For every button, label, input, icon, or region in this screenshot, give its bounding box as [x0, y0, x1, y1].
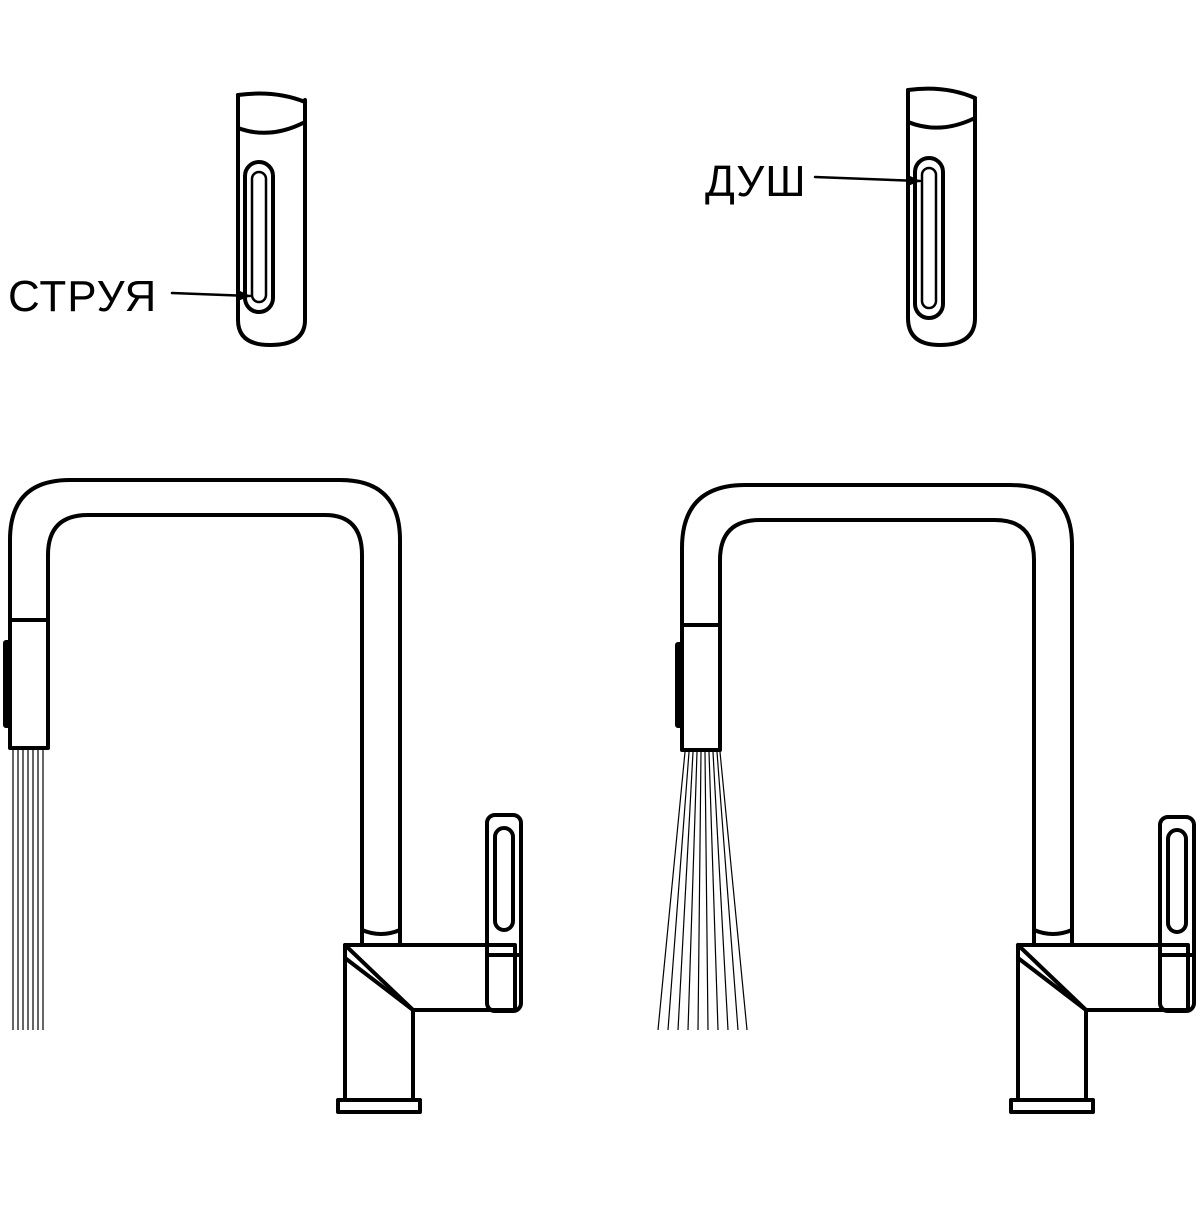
water-shower-spray [657, 751, 748, 1031]
jet-label: СТРУЯ [8, 272, 158, 321]
shower-arrow [813, 175, 922, 186]
faucet-shower-mode [657, 483, 1196, 1114]
faucet-jet-mode [3, 478, 523, 1114]
shower-label: ДУШ [705, 157, 807, 206]
jet-arrow [170, 290, 252, 301]
spray-head-shower-detail [813, 86, 977, 347]
water-jet-streams [12, 750, 44, 1030]
spray-head-jet-detail [170, 91, 307, 347]
